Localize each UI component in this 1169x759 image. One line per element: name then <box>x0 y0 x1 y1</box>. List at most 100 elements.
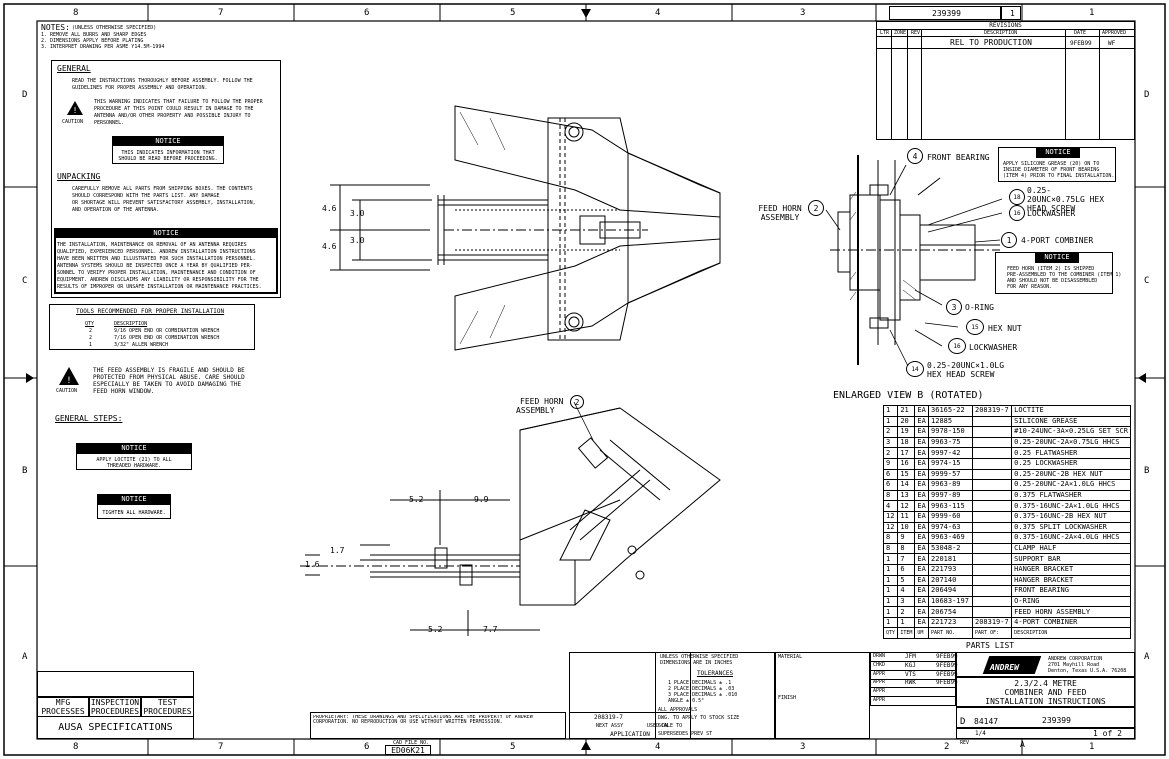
signoff-row-line <box>870 661 956 662</box>
signoff-date: 9FEB99 <box>936 670 958 678</box>
callout-num-15: 15 <box>971 324 979 331</box>
rev-row-desc: REL TO PRODUCTION <box>950 38 1032 47</box>
parts-qty: 12 <box>882 510 899 523</box>
steps-notice-1-text-1: APPLY LOCTITE (21) TO ALL <box>96 457 172 463</box>
signoff-role: DRWN <box>873 653 886 659</box>
border-row-d-left: D <box>22 90 28 100</box>
parts-item: 21 <box>897 405 916 417</box>
unpacking-heading: UNPACKING <box>57 172 101 181</box>
border-col-3-bottom: 3 <box>800 742 806 752</box>
border-col-1-bottom: 1 <box>1089 742 1095 752</box>
parts-part-of <box>971 532 1013 544</box>
parts-part-of <box>971 468 1013 481</box>
parts-qty: 6 <box>882 468 899 481</box>
note-line-2: 2. DIMENSIONS APPLY BEFORE PLATING <box>41 38 144 44</box>
parts-part-of <box>971 563 1013 576</box>
dwg-no-block <box>956 707 1135 728</box>
parts-part-of <box>971 457 1013 470</box>
parts-qty: 1 <box>882 553 899 565</box>
parts-item: 3 <box>897 595 916 608</box>
parts-part-no: 206494 <box>928 585 973 597</box>
title-line-3: INSTALLATION INSTRUCTIONS <box>985 697 1106 706</box>
callout-balloon-18 <box>1009 189 1025 205</box>
size-value: D <box>960 717 966 727</box>
parts-footer-cell: ITEM <box>897 627 916 640</box>
parts-part-no: 10683-197 <box>928 595 973 608</box>
general-heading: GENERAL <box>57 64 91 73</box>
parts-desc: 0.25-20UNC-2B HEX NUT <box>1011 468 1131 481</box>
view-b-notice-2-text-3: AND SHOULD NOT BE DISASSEMBLED <box>1007 278 1098 284</box>
parts-desc: 0.25-20UNC-2A×0.75LG HHCS <box>1011 436 1131 449</box>
parts-part-of <box>971 436 1013 449</box>
parts-part-no: 9974-15 <box>928 457 973 470</box>
parts-footer-cell: PART OF: <box>971 627 1013 640</box>
unpacking-text-3: OR SHORTAGE WILL PREVENT SATISFACTORY AS… <box>72 200 256 206</box>
unpacking-notice-text-6: EQUIPMENT. ANDREW DISCLAIMS ANY LIABILIT… <box>57 277 259 283</box>
parts-item: 6 <box>897 563 916 576</box>
signoff-row-line <box>870 705 956 706</box>
border-col-8-top: 8 <box>73 8 79 18</box>
parts-item: 4 <box>897 585 916 597</box>
parts-qty: 3 <box>882 436 899 449</box>
parts-um: EA <box>914 510 930 523</box>
callout-balloon-14 <box>906 361 924 377</box>
tol-line-4: ANGLE ± 0.5° <box>668 698 705 704</box>
parts-desc: HANGER BRACKET <box>1011 563 1131 576</box>
unpacking-text-4: AND OPERATION OF THE ANTENNA. <box>72 207 160 213</box>
parts-footer-cell: QTY <box>882 627 899 640</box>
parts-part-no: 9963-115 <box>928 500 973 512</box>
general-notice-text-2: SHOULD BE READ BEFORE PROCEEDING. <box>118 156 218 162</box>
parts-desc: 4-PORT COMBINER <box>1011 616 1131 629</box>
parts-um: EA <box>914 521 930 534</box>
parts-um: EA <box>914 585 930 597</box>
parts-qty: 1 <box>882 585 899 597</box>
general-notice-title: NOTICE <box>112 136 224 146</box>
border-col-6-top: 6 <box>364 8 370 18</box>
parts-um: EA <box>914 532 930 544</box>
view-b-notice-1-text-3: (ITEM 4) PRIOR TO FINAL INSTALLATION. <box>1003 173 1115 179</box>
callout-label-lockwasher-a: LOCKWASHER <box>1027 209 1076 218</box>
parts-part-of: 208319-7 <box>971 616 1013 629</box>
caution2-label: CAUTION <box>56 388 78 394</box>
parts-part-no: 221793 <box>928 563 973 576</box>
parts-item: 2 <box>897 606 916 618</box>
parts-desc: CLAMP HALF <box>1011 542 1131 555</box>
lower-feed-horn-balloon <box>570 395 584 409</box>
tools-col-desc: DESCRIPTION <box>114 321 148 327</box>
rev-h-desc: DESCRIPTION <box>984 30 1018 36</box>
parts-um: EA <box>914 405 930 417</box>
border-col-7-bottom: 7 <box>218 742 224 752</box>
parts-qty: 2 <box>882 426 899 438</box>
parts-desc: SILICONE GREASE <box>1011 415 1131 428</box>
parts-part-of <box>971 574 1013 587</box>
callout-num-4: 4 <box>912 152 918 161</box>
parts-part-no: 9974-63 <box>928 521 973 534</box>
signoff-row-line <box>870 669 956 671</box>
material-block <box>775 652 870 739</box>
tol-header-2: DIMENSIONS ARE IN INCHES <box>660 660 733 666</box>
signoff-date: 9FEB99 <box>936 653 958 660</box>
title-block <box>956 677 1135 707</box>
application-label: APPLICATION <box>610 731 650 738</box>
tools-title: TOOLS RECOMMENDED FOR PROPER INSTALLATIO… <box>76 308 225 315</box>
specs-cell-mfg <box>37 697 89 717</box>
note-line-1: 1. REMOVE ALL BURRS AND SHARP EDGES <box>41 32 147 38</box>
tolerances-block <box>655 652 775 739</box>
andrew-logo-text: ANDREW <box>990 663 1019 672</box>
lower-feed-horn-label-2: ASSEMBLY <box>516 406 555 415</box>
parts-um: EA <box>914 415 930 428</box>
parts-um: EA <box>914 595 930 608</box>
dim-top-3-0-b: 3.0 <box>350 236 365 245</box>
parts-desc: #10-24UNC-3A×0.25LG SET SCR <box>1011 426 1131 438</box>
svg-text:!: ! <box>73 106 78 115</box>
border-col-6-bottom: 6 <box>364 742 370 752</box>
view-b-notice-2-text-2: PRE-ASSEMBLED TO THE COMBINER (ITEM 1) <box>1007 272 1122 278</box>
tool-qty-3: 1 <box>89 342 93 348</box>
signoff-row-line <box>870 696 956 698</box>
signoff-date: 9FEB99 <box>936 679 958 687</box>
view-b-feed-horn-label: FEED HORN ASSEMBLY <box>758 204 802 222</box>
